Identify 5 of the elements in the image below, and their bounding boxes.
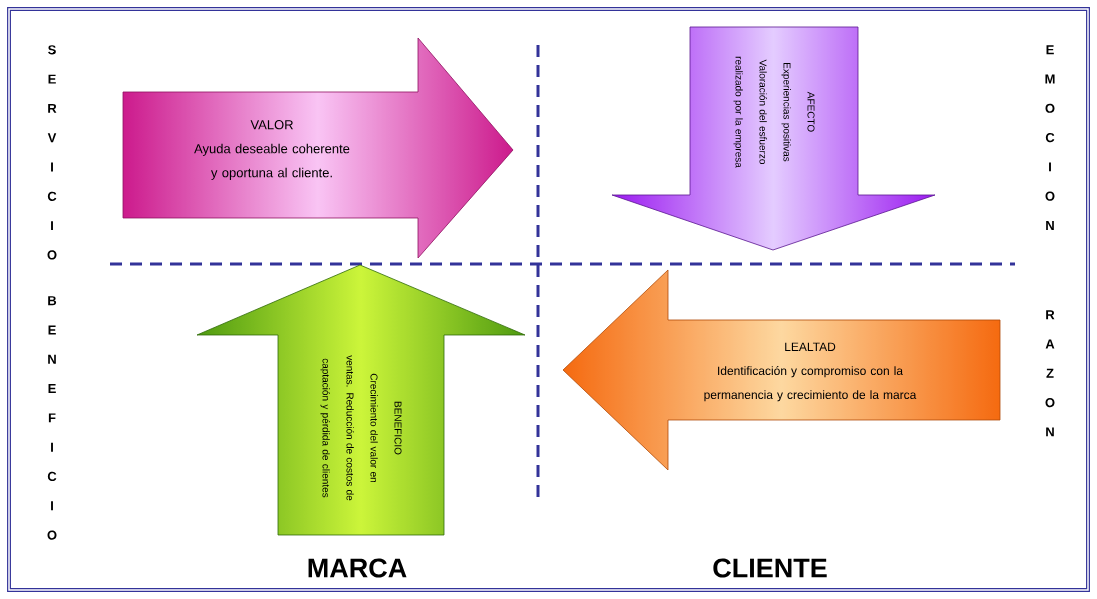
side-label: SERVICIO (47, 45, 57, 260)
side-label: RAZON (1045, 310, 1055, 437)
side-label: EMOCION (1045, 45, 1055, 230)
axis-label: CLIENTE (713, 558, 827, 578)
side-label: BENEFICIO (47, 296, 57, 540)
